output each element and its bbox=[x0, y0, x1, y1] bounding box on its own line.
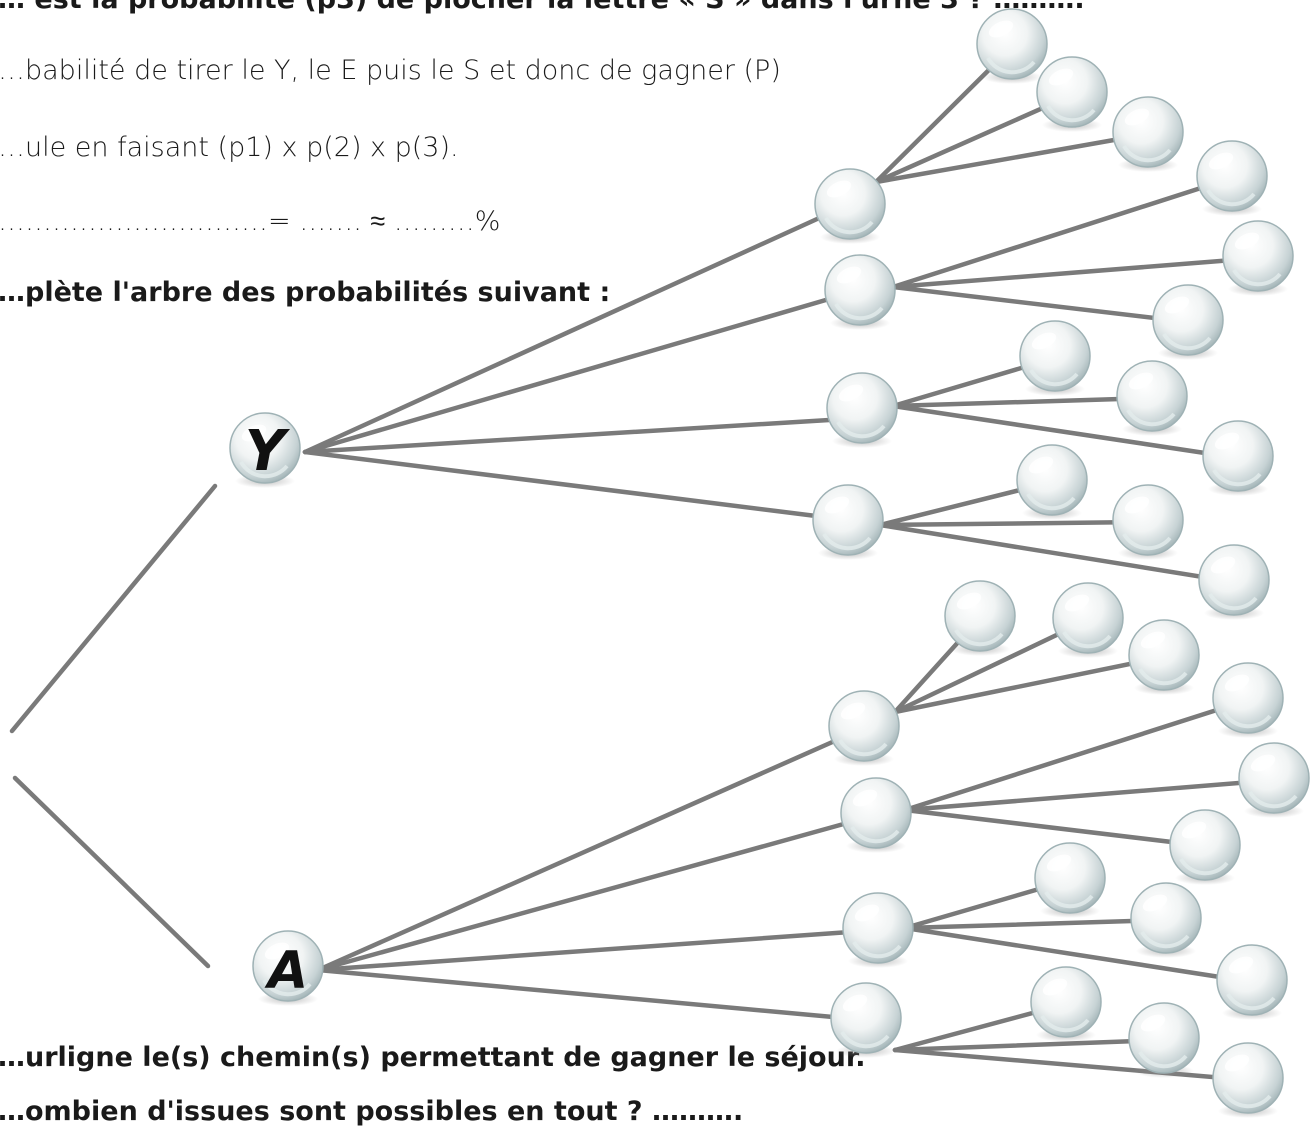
tree-node-blank bbox=[843, 893, 913, 968]
tree-node-blank bbox=[1223, 221, 1293, 296]
tree-node-blank bbox=[1213, 1043, 1283, 1118]
tree-node-y: Y bbox=[230, 413, 300, 488]
tree-node-blank bbox=[1035, 843, 1105, 918]
tree-node-blank bbox=[1217, 945, 1287, 1020]
tree-node-blank bbox=[1031, 967, 1101, 1042]
tree-level2-a-nodes bbox=[829, 691, 913, 1058]
tree-node-blank bbox=[813, 485, 883, 560]
tree-node-blank bbox=[841, 778, 911, 853]
branch-root-y bbox=[12, 486, 215, 731]
branch-y-n4 bbox=[305, 452, 848, 520]
tree-node-blank bbox=[1053, 583, 1123, 658]
tree-node-blank bbox=[1239, 743, 1309, 818]
tree-node-blank bbox=[829, 691, 899, 766]
branch-a-n3 bbox=[318, 930, 878, 970]
tree-level2-y-nodes bbox=[813, 169, 897, 560]
tree-node-a: A bbox=[253, 931, 323, 1006]
tree-node-blank bbox=[1170, 810, 1240, 885]
tree-node-blank bbox=[827, 373, 897, 448]
branch-root-a bbox=[15, 778, 208, 966]
tree-node-blank bbox=[1020, 321, 1090, 396]
tree-node-blank bbox=[1017, 445, 1087, 520]
tree-node-blank bbox=[1213, 663, 1283, 738]
tree-node-blank bbox=[1131, 883, 1201, 958]
branch-y-n2 bbox=[305, 290, 860, 452]
branch-a-n2 bbox=[318, 815, 876, 970]
tree-node-blank bbox=[1199, 545, 1269, 620]
tree-node-blank bbox=[1203, 421, 1273, 496]
tree-node-blank bbox=[815, 169, 885, 244]
branch-y-n3 bbox=[305, 418, 862, 452]
branch-a-n4 bbox=[318, 970, 866, 1020]
tree-node-blank bbox=[1153, 285, 1223, 360]
node-label-a: A bbox=[264, 941, 308, 1001]
tree-node-blank bbox=[1037, 57, 1107, 132]
tree-node-blank bbox=[831, 983, 901, 1058]
branch-a-n1 bbox=[318, 728, 864, 970]
tree-node-blank bbox=[1113, 485, 1183, 560]
tree-node-blank bbox=[1197, 141, 1267, 216]
tree-node-blank bbox=[825, 255, 895, 330]
tree-node-blank bbox=[1129, 1003, 1199, 1078]
tree-node-blank bbox=[1129, 620, 1199, 695]
node-label-y: Y bbox=[245, 419, 291, 484]
tree-branches bbox=[12, 47, 1276, 1080]
branch-y-n1 bbox=[305, 204, 850, 452]
tree-node-blank bbox=[1113, 97, 1183, 172]
tree-node-blank bbox=[1117, 361, 1187, 436]
